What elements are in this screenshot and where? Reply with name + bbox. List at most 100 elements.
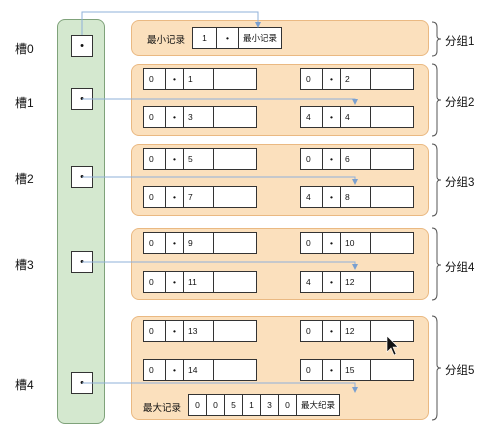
- record-field: •: [166, 69, 184, 89]
- record-field: •: [323, 360, 341, 380]
- slot-label-2: 槽2: [15, 172, 34, 186]
- record-field: •: [323, 272, 341, 292]
- record-field: •: [323, 69, 341, 89]
- record-g3-2: 0 • 7: [143, 186, 257, 208]
- record-g4-1: 0 • 10: [300, 232, 414, 254]
- record-field: 1: [184, 69, 214, 89]
- max-record-field: 3: [261, 395, 279, 415]
- record-field: 14: [184, 360, 214, 380]
- slot-label-3: 槽3: [15, 258, 34, 272]
- record-g4-2: 0 • 11: [143, 271, 257, 293]
- record-g2-3: 4 • 4: [300, 106, 414, 128]
- record-field: 12: [341, 272, 371, 292]
- brace-group-1: [431, 21, 442, 57]
- record-field: 0: [144, 321, 166, 341]
- max-record-label: 最大记录: [143, 403, 182, 414]
- min-record-field-2: 最小记录: [243, 33, 278, 43]
- slot-label-1: 槽1: [15, 96, 34, 110]
- record-field: 5: [184, 149, 214, 169]
- brace-group-2: [431, 63, 442, 137]
- min-record-label: 最小记录: [147, 35, 186, 46]
- record-field: 9: [184, 233, 214, 253]
- mouse-cursor-icon: [386, 335, 399, 356]
- record-field: 15: [341, 360, 371, 380]
- record-field: •: [323, 107, 341, 127]
- group-label-5: 分组5: [445, 365, 475, 377]
- record-field: 2: [341, 69, 371, 89]
- record-g2-0: 0 • 1: [143, 68, 257, 90]
- slot-3-arrow: [82, 261, 358, 270]
- record-field: 8: [341, 187, 371, 207]
- record-field: •: [323, 321, 341, 341]
- record-g4-3: 4 • 12: [300, 271, 414, 293]
- record-field: •: [166, 321, 184, 341]
- record-field: •: [166, 149, 184, 169]
- record-field: 0: [144, 107, 166, 127]
- record-field: •: [166, 107, 184, 127]
- record-field: 4: [301, 187, 323, 207]
- record-g2-1: 0 • 2: [300, 68, 414, 90]
- record-field: 0: [144, 149, 166, 169]
- record-field: 12: [341, 321, 371, 341]
- record-g3-1: 0 • 6: [300, 148, 414, 170]
- slot-2-arrow: [82, 176, 358, 185]
- record-field: 6: [341, 149, 371, 169]
- record-field: •: [166, 187, 184, 207]
- record-field: •: [323, 187, 341, 207]
- brace-group-4: [431, 227, 442, 301]
- brace-group-3: [431, 143, 442, 217]
- record-field: 7: [184, 187, 214, 207]
- slot-0-pointer: •: [71, 35, 93, 57]
- max-record-field: 1: [243, 395, 261, 415]
- slot-4-arrow: [82, 382, 358, 393]
- min-record-field-1: •: [217, 28, 239, 48]
- record-field: 13: [184, 321, 214, 341]
- group-label-3: 分组3: [445, 177, 475, 189]
- record-field: 4: [341, 107, 371, 127]
- record-field: 4: [301, 272, 323, 292]
- record-field: 0: [301, 69, 323, 89]
- record-g3-0: 0 • 5: [143, 148, 257, 170]
- record-field: 3: [184, 107, 214, 127]
- max-record: 0 0 5 1 3 0 最大纪录: [188, 394, 341, 416]
- record-g5-2: 0 • 14: [143, 359, 257, 381]
- record-field: 0: [144, 187, 166, 207]
- record-g5-3: 0 • 15: [300, 359, 414, 381]
- slot-0-arrow: [81, 11, 261, 35]
- record-field: •: [166, 360, 184, 380]
- max-record-field: 5: [225, 395, 243, 415]
- record-field: 0: [301, 360, 323, 380]
- slot-directory: [57, 19, 105, 424]
- max-record-field: 0: [189, 395, 207, 415]
- record-field: 0: [301, 321, 323, 341]
- record-field: 11: [184, 272, 214, 292]
- max-record-field: 最大纪录: [301, 400, 336, 410]
- record-g5-1: 0 • 12: [300, 320, 414, 342]
- slot-label-4: 槽4: [15, 378, 34, 392]
- group-label-1: 分组1: [445, 36, 475, 48]
- record-field: 0: [144, 233, 166, 253]
- record-field: 0: [144, 69, 166, 89]
- group-label-4: 分组4: [445, 262, 475, 274]
- max-record-field: 0: [279, 395, 297, 415]
- record-g4-0: 0 • 9: [143, 232, 257, 254]
- record-field: 4: [301, 107, 323, 127]
- group-label-2: 分组2: [445, 97, 475, 109]
- record-field: 0: [144, 360, 166, 380]
- record-field: •: [323, 233, 341, 253]
- record-field: •: [166, 233, 184, 253]
- record-field: 0: [144, 272, 166, 292]
- record-field: 0: [301, 149, 323, 169]
- record-g3-3: 4 • 8: [300, 186, 414, 208]
- record-field: 0: [301, 233, 323, 253]
- max-record-field: 0: [207, 395, 225, 415]
- slot-1-arrow: [82, 98, 358, 105]
- min-record: 1 • 最小记录: [192, 27, 283, 49]
- record-field: 10: [341, 233, 371, 253]
- slot-label-0: 槽0: [15, 42, 34, 56]
- record-field: •: [166, 272, 184, 292]
- record-field: •: [323, 149, 341, 169]
- brace-group-5: [431, 315, 442, 421]
- record-g2-2: 0 • 3: [143, 106, 257, 128]
